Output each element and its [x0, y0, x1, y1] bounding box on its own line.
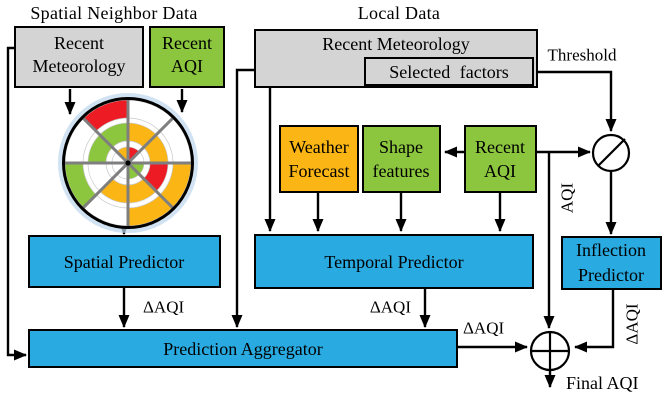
- node-spatial-recent-meteorology: Recent Meteorology: [14, 26, 144, 88]
- node-weather-forecast: Weather Forecast: [279, 125, 359, 193]
- wheel-glow: [58, 93, 198, 233]
- arrow-threshold-to-comparator: [537, 70, 617, 132]
- node-shape-features: Shape features: [362, 125, 441, 193]
- spatial-met-label-2: Meteorology: [33, 56, 126, 76]
- node-local-recent-aqi: Recent AQI: [464, 125, 537, 193]
- shape-features-label-2: features: [373, 161, 430, 181]
- local-section-title: Local Data: [358, 3, 440, 23]
- arrow-inflection-to-adder: [574, 290, 615, 353]
- wheel-outer-ring: [62, 97, 194, 229]
- temporal-predictor-label: Temporal Predictor: [324, 252, 463, 272]
- final-aqi-label: Final AQI: [566, 373, 639, 393]
- spatial-aqi-label-1: Recent: [162, 33, 212, 53]
- inflection-predictor-label-2: Predictor: [578, 265, 644, 285]
- selected-factors-box: [364, 57, 534, 86]
- adder-symbol: [529, 330, 571, 372]
- weather-forecast-label-2: Forecast: [289, 161, 350, 181]
- spatial-met-box: [14, 26, 144, 88]
- node-temporal-predictor: Temporal Predictor: [254, 234, 534, 289]
- spatial-aqi-label-2: AQI: [171, 56, 203, 76]
- wheel-sectors: [64, 99, 192, 227]
- local-recent-aqi-label-1: Recent: [475, 137, 525, 157]
- prediction-aggregator-box: [28, 329, 458, 368]
- temporal-predictor-box: [254, 234, 534, 289]
- aqi-vertical-label: AQI: [558, 183, 577, 214]
- inflection-predictor-label-1: Inflection: [576, 240, 646, 260]
- selected-factors-label: Selected factors: [389, 62, 508, 82]
- spatial-met-label-1: Recent: [54, 33, 104, 53]
- comparator-symbol: [591, 133, 631, 173]
- prediction-aggregator-label: Prediction Aggregator: [163, 339, 322, 359]
- spatial-predictor-label: Spatial Predictor: [64, 252, 184, 272]
- spatial-aqi-wheel: [58, 93, 198, 233]
- node-local-recent-meteorology: Recent Meteorology Selected factors: [254, 29, 538, 88]
- weather-forecast-box: [279, 125, 359, 193]
- arrow-local-met-to-aggregator: [231, 68, 255, 328]
- spatial-aqi-box: [149, 26, 225, 88]
- spatial-predictor-box: [28, 235, 221, 288]
- local-met-label: Recent Meteorology: [322, 34, 469, 54]
- shape-features-box: [362, 125, 441, 193]
- local-recent-aqi-box: [464, 125, 537, 193]
- weather-forecast-label-1: Weather: [289, 137, 349, 157]
- node-spatial-recent-aqi: Recent AQI: [149, 26, 225, 88]
- wheel-center-dot: [125, 160, 131, 166]
- delta-aqi-temporal-label: ΔAQI: [370, 298, 411, 317]
- delta-aqi-spatial-label: ΔAQI: [143, 298, 184, 317]
- delta-aqi-aggregator-label: ΔAQI: [463, 319, 504, 338]
- spatial-section-title: Spatial Neighbor Data: [30, 3, 197, 23]
- local-recent-aqi-label-2: AQI: [484, 161, 516, 181]
- node-inflection-predictor: Inflection Predictor: [561, 236, 662, 290]
- node-spatial-predictor: Spatial Predictor: [28, 235, 221, 288]
- inflection-predictor-box: [561, 236, 662, 290]
- delta-aqi-inflection-label: ΔAQI: [623, 303, 642, 344]
- threshold-label: Threshold: [548, 46, 617, 65]
- comparator-slash-icon: [597, 138, 626, 167]
- arrow-spatial-met-to-aggregator: [6, 46, 27, 361]
- node-prediction-aggregator: Prediction Aggregator: [28, 329, 458, 368]
- shape-features-label-1: Shape: [379, 137, 423, 157]
